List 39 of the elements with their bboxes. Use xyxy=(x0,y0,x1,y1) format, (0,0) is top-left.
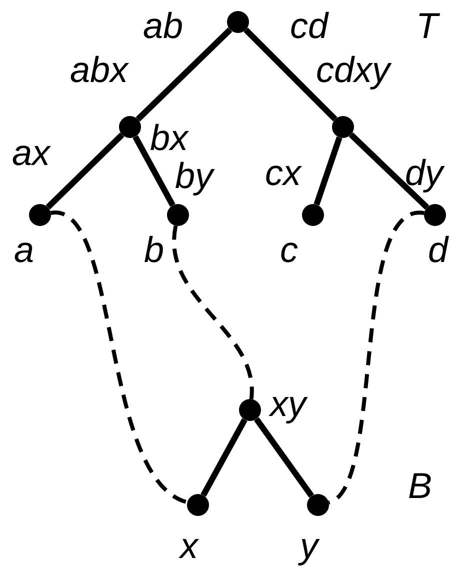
label: T xyxy=(416,8,438,44)
tree-edge xyxy=(136,28,232,122)
tree-node xyxy=(424,204,446,226)
edge-label: cdxy xyxy=(316,52,390,88)
tree-node xyxy=(167,204,189,226)
node-label: d xyxy=(428,232,448,268)
label: by xyxy=(175,158,214,194)
node-label: xy xyxy=(270,386,306,422)
label: B xyxy=(408,468,432,504)
tree-edge xyxy=(46,132,124,210)
node-label: x xyxy=(180,528,198,564)
edge-label: dy xyxy=(405,155,444,191)
tree-edge xyxy=(254,417,314,498)
node-label: cd xyxy=(290,8,328,44)
dashed-line xyxy=(50,211,188,504)
node-label: c xyxy=(280,232,298,268)
edge-label: bx xyxy=(150,120,188,156)
edge-label: ax xyxy=(12,135,50,171)
tree-edge xyxy=(244,28,338,122)
tree-node xyxy=(307,494,329,516)
dashed-line xyxy=(172,226,254,400)
tree-node xyxy=(119,116,141,138)
edge-label: cx xyxy=(265,155,301,191)
tree-edge xyxy=(132,135,176,207)
tree-node xyxy=(187,494,209,516)
edge-label: abx xyxy=(70,52,128,88)
dashed-line xyxy=(328,211,424,504)
node-label: b xyxy=(144,232,164,268)
tree-edge xyxy=(200,418,248,497)
node-label: ab xyxy=(143,8,184,44)
tree-node xyxy=(302,204,324,226)
tree-node xyxy=(239,399,261,421)
tree-node xyxy=(227,11,249,33)
node-label: a xyxy=(14,232,34,268)
node-label: y xyxy=(300,528,318,564)
tree-edge xyxy=(314,136,342,206)
tree-node xyxy=(29,204,51,226)
tree-edge xyxy=(348,132,430,210)
tree-node xyxy=(332,116,354,138)
